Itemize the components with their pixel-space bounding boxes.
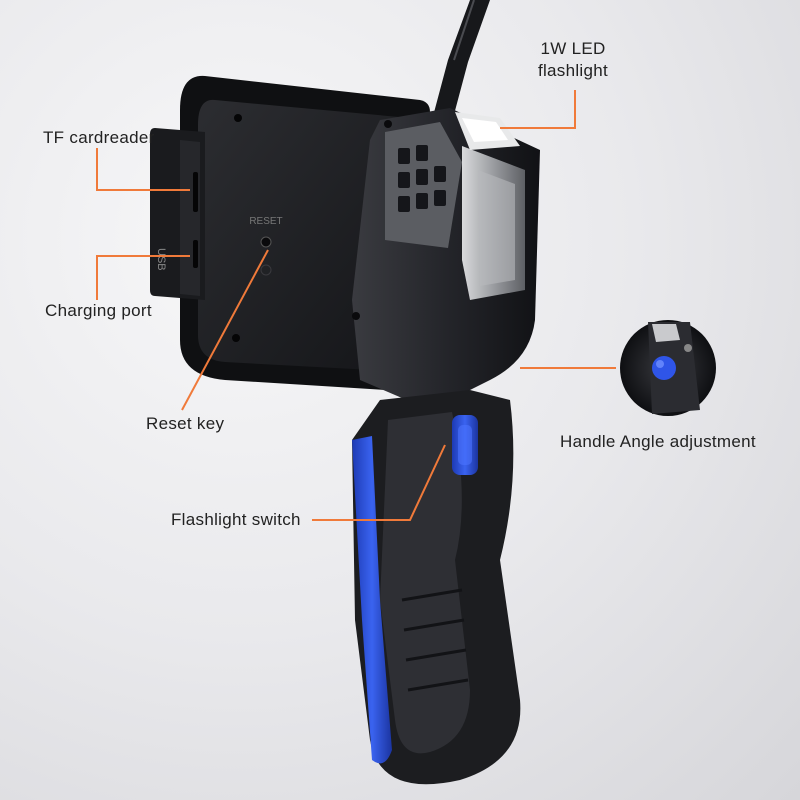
side-port-panel[interactable]: USB: [150, 128, 205, 300]
led-label-line2: flashlight: [537, 61, 609, 80]
usb-port[interactable]: [193, 240, 198, 268]
reset-print: RESET: [249, 216, 282, 227]
handle-angle-button[interactable]: [652, 356, 676, 380]
handle-grip: [352, 390, 521, 785]
blue-accent-strip: [352, 436, 392, 764]
gooseneck-cable: [432, 0, 490, 122]
handle-angle-zoom-inset: [620, 320, 716, 416]
device-head: [352, 108, 540, 410]
led-label-line1: 1W LED: [540, 39, 606, 58]
handle-angle-label: Handle Angle adjustment: [560, 432, 756, 451]
usb-print: USB: [155, 248, 167, 271]
reset-hole[interactable]: [260, 236, 272, 248]
led-flashlight-label: 1W LED flashlight: [528, 38, 618, 82]
vent-grille: [398, 145, 446, 212]
flashlight-switch-label: Flashlight switch: [171, 510, 301, 529]
grip-ridges: [401, 588, 469, 692]
callout-lines: [96, 90, 616, 521]
tf-cardreader-label: TF cardreader: [43, 128, 155, 147]
tf-card-slot[interactable]: [193, 172, 198, 212]
reset-key-label: Reset key: [146, 414, 225, 433]
charging-port-label: Charging port: [45, 301, 152, 320]
